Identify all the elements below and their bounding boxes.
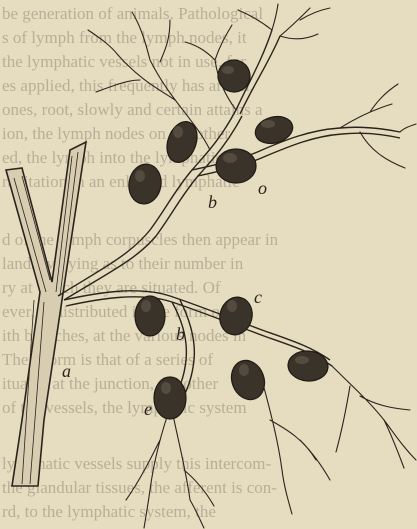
lower-lymphatic-vessel [64,291,332,404]
lymph-node [135,296,165,336]
lymph-node [216,149,256,183]
label-b-upper: b [208,192,217,212]
lymph-node [226,356,270,405]
main-trunk-vessel [6,142,86,486]
lymph-node [162,117,203,166]
lymph-node [154,377,186,419]
label-b-lower: b [176,324,185,344]
upper-branches [88,4,416,168]
label-c: c [254,287,262,307]
lymph-node [126,162,164,207]
lymph-node [216,294,257,339]
label-a: a [62,361,71,381]
lymph-nodes [126,55,329,419]
lymph-node [213,55,254,96]
label-o: o [258,178,267,198]
lymph-node [252,113,295,148]
lymph-node [287,349,329,382]
label-e: e [144,399,152,419]
